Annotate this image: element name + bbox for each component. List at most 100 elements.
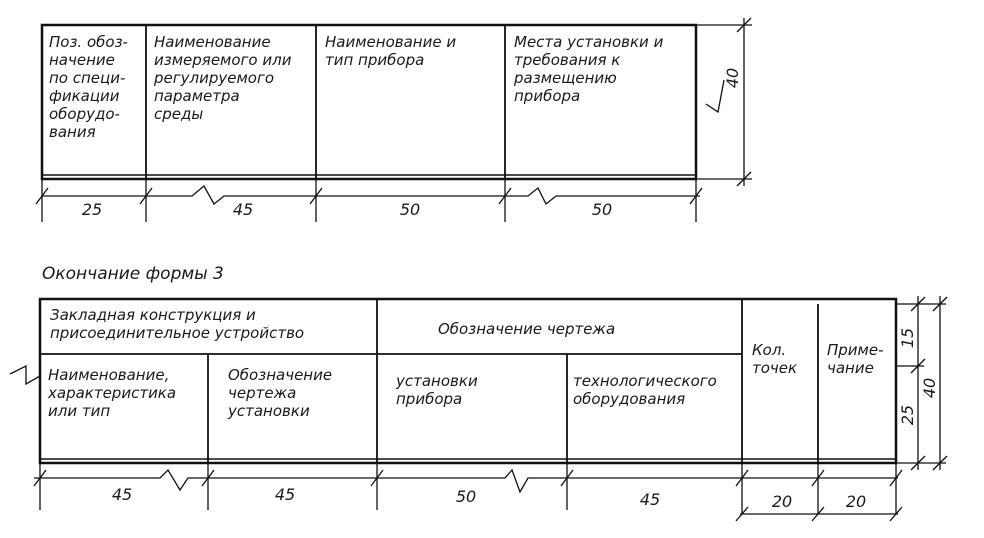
- t2-tick-3: [370, 469, 384, 487]
- t2-width-4: 45: [640, 490, 660, 509]
- header-line: параметра: [154, 87, 240, 105]
- t2-col6-header: Приме-чание: [827, 341, 884, 377]
- t2-width-2: 45: [275, 485, 295, 504]
- t2-col5-header: Кол.точек: [752, 341, 797, 377]
- t1-tick-2: [139, 187, 153, 205]
- t1-tick-5: [689, 187, 703, 205]
- header-line: или тип: [48, 402, 110, 420]
- header-line: установки: [395, 372, 478, 390]
- header-line: установки: [227, 402, 310, 420]
- t1-tick-4: [498, 187, 512, 205]
- header-line: присоединительное устройство: [50, 324, 304, 342]
- table-2-width-dimensions: [33, 463, 903, 522]
- header-line: Обозначение: [228, 366, 332, 384]
- header-line: Наименование и: [325, 33, 456, 51]
- table-2-width-labels: 45 45 50 45 20 20: [112, 485, 866, 511]
- header-line: Наименование,: [48, 366, 169, 384]
- t2-tick-6: [811, 469, 825, 487]
- header-line: измеряемого или: [154, 51, 292, 69]
- t1-h-tick-top: [736, 17, 752, 33]
- table-1: [40, 23, 698, 181]
- header-line: по специ-: [49, 69, 125, 87]
- t2-h-tick-1: [910, 296, 926, 312]
- t2-group2-header: Обозначение чертежа: [438, 320, 615, 338]
- t2-tick-4: [560, 469, 574, 487]
- t2-tick-8: [735, 506, 749, 522]
- table-1-width-dimensions: [35, 179, 703, 222]
- t1-width-3: 50: [400, 200, 420, 219]
- t1-height-label: 40: [723, 68, 742, 88]
- header-line: технологического: [573, 372, 717, 390]
- header-line: оборудования: [573, 390, 685, 408]
- table-1-frame: [40, 23, 698, 181]
- t1-dim-line: [42, 184, 700, 206]
- header-line: фикации: [49, 87, 120, 105]
- t2-h-tick-3: [910, 455, 926, 471]
- t1-tick-3: [309, 187, 323, 205]
- header-line: Приме-: [827, 341, 884, 359]
- t1-tick-1: [35, 187, 49, 205]
- t2-h-tick-5: [932, 455, 948, 471]
- t1-width-2: 45: [233, 200, 253, 219]
- form-caption: Окончание формы 3: [42, 264, 224, 284]
- header-line: Закладная конструкция и: [50, 306, 256, 324]
- t2-width-5: 20: [772, 492, 792, 511]
- t2-left-break-mark: [9, 364, 41, 386]
- header-line: чание: [827, 359, 874, 377]
- header-line: тип прибора: [325, 51, 424, 69]
- header-line: точек: [752, 359, 797, 377]
- t1-width-1: 25: [82, 200, 102, 219]
- t1-width-4: 50: [592, 200, 612, 219]
- t2-h-tick-2: [910, 358, 926, 374]
- t2-total-height-label: 40: [920, 378, 939, 398]
- header-line: оборудо-: [49, 105, 120, 123]
- t2-width-3: 50: [456, 487, 476, 506]
- header-line: вания: [49, 123, 96, 141]
- header-line: Обозначение чертежа: [438, 320, 615, 338]
- t2-width-6: 20: [846, 492, 866, 511]
- table-2-frame: [38, 297, 898, 465]
- t2-tick-9: [811, 506, 825, 522]
- t1-h-tick-bottom: [736, 171, 752, 187]
- t2-top-height-label: 15: [898, 328, 917, 348]
- t2-dim-line: [34, 468, 898, 494]
- header-line: прибора: [514, 87, 580, 105]
- header-line: Поз. обоз-: [49, 33, 128, 51]
- t1-break-mark: [705, 79, 725, 114]
- header-line: Места установки и: [514, 33, 664, 51]
- header-line: регулируемого: [153, 69, 274, 87]
- table-1-width-labels: 25 45 50 50: [82, 200, 612, 219]
- t2-tick-7: [889, 469, 903, 487]
- header-line: начение: [49, 51, 115, 69]
- t2-bottom-height-label: 25: [898, 405, 917, 425]
- t2-tick-1: [33, 469, 47, 487]
- t2-width-1: 45: [112, 485, 132, 504]
- table-1-height-dimension: [696, 17, 752, 187]
- header-line: Кол.: [752, 341, 786, 359]
- header-line: прибора: [396, 390, 462, 408]
- header-line: характеристика: [47, 384, 176, 402]
- header-line: среды: [154, 105, 203, 123]
- t2-h-tick-4: [932, 296, 948, 312]
- header-line: размещению: [513, 69, 617, 87]
- t2-tick-2: [201, 469, 215, 487]
- header-line: Наименование: [154, 33, 271, 51]
- t2-tick-10: [889, 506, 903, 522]
- table-2: [38, 297, 898, 465]
- t2-tick-5: [735, 469, 749, 487]
- table-2-height-dimensions: [896, 296, 948, 471]
- header-line: чертежа: [228, 384, 296, 402]
- header-line: требования к: [514, 51, 620, 69]
